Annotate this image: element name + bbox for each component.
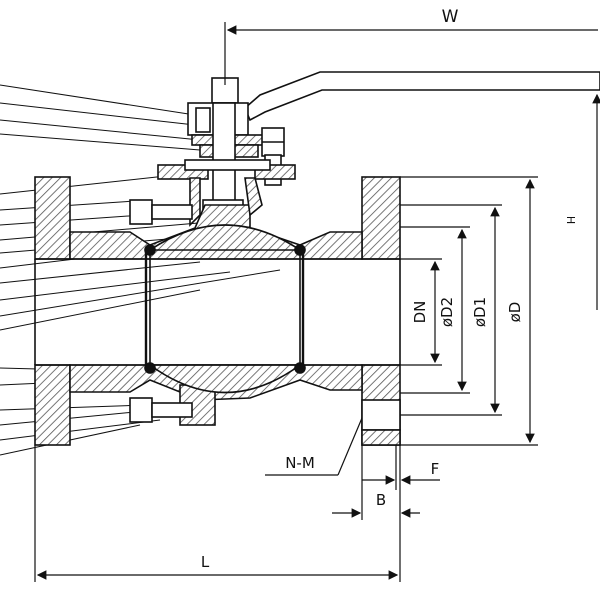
dim-w — [224, 22, 598, 85]
body-bolts — [129, 199, 193, 423]
label-d1: øD1 — [471, 297, 489, 327]
label-dn: DN — [411, 301, 429, 324]
stem-assembly — [157, 77, 296, 249]
label-w: W — [442, 7, 459, 27]
label-l: L — [201, 553, 210, 571]
dim-d1 — [400, 204, 502, 416]
label-h: H — [564, 216, 577, 224]
dim-d — [400, 176, 538, 446]
label-b: B — [376, 491, 386, 509]
dim-f — [362, 445, 440, 490]
dim-d2 — [400, 226, 470, 394]
dim-nm — [265, 417, 363, 476]
label-d: øD — [506, 302, 524, 323]
dim-l — [34, 445, 401, 582]
lever-handle — [244, 71, 600, 122]
bore — [34, 258, 401, 366]
label-d2: øD2 — [438, 297, 456, 327]
label-f: F — [431, 460, 440, 478]
dim-b — [332, 445, 420, 520]
label-nm: N-M — [285, 454, 315, 472]
dim-dn — [400, 258, 442, 366]
leader-lines — [0, 84, 281, 456]
ball — [144, 224, 306, 394]
flange-bolt-hole — [361, 399, 401, 446]
